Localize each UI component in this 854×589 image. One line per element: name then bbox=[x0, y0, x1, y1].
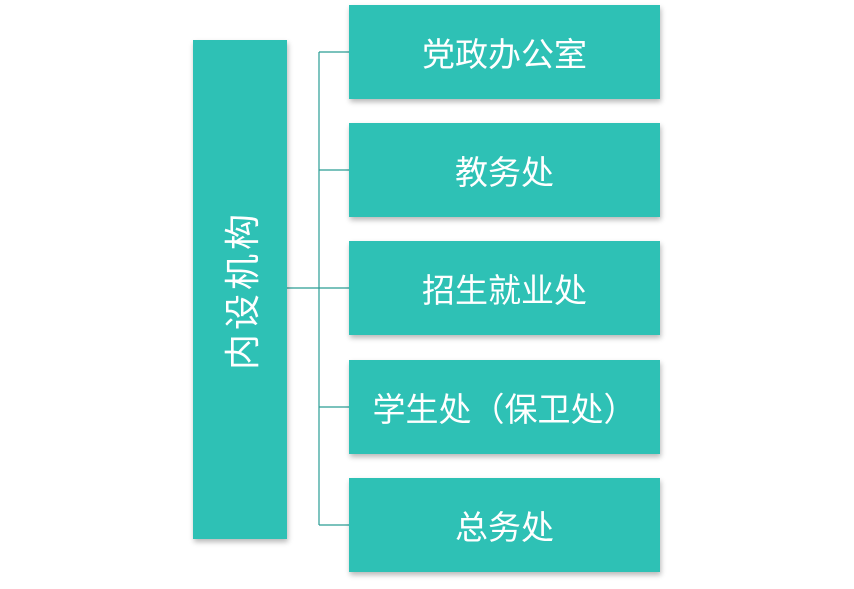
child-node-label: 学生处（保卫处） bbox=[372, 390, 637, 429]
child-node-label: 党政办公室 bbox=[422, 35, 587, 74]
child-node-admissions-employment: 招生就业处 bbox=[349, 241, 660, 335]
child-node-general-affairs: 总务处 bbox=[349, 478, 660, 572]
child-node-label: 教务处 bbox=[455, 153, 554, 192]
child-node-student-affairs: 学生处（保卫处） bbox=[349, 360, 660, 454]
child-node-label: 招生就业处 bbox=[422, 271, 587, 310]
root-node: 内设机构 bbox=[193, 40, 287, 539]
child-node-label: 总务处 bbox=[455, 508, 554, 547]
child-node-academic-affairs: 教务处 bbox=[349, 123, 660, 217]
root-node-label: 内设机构 bbox=[223, 209, 265, 370]
child-node-party-office: 党政办公室 bbox=[349, 5, 660, 99]
